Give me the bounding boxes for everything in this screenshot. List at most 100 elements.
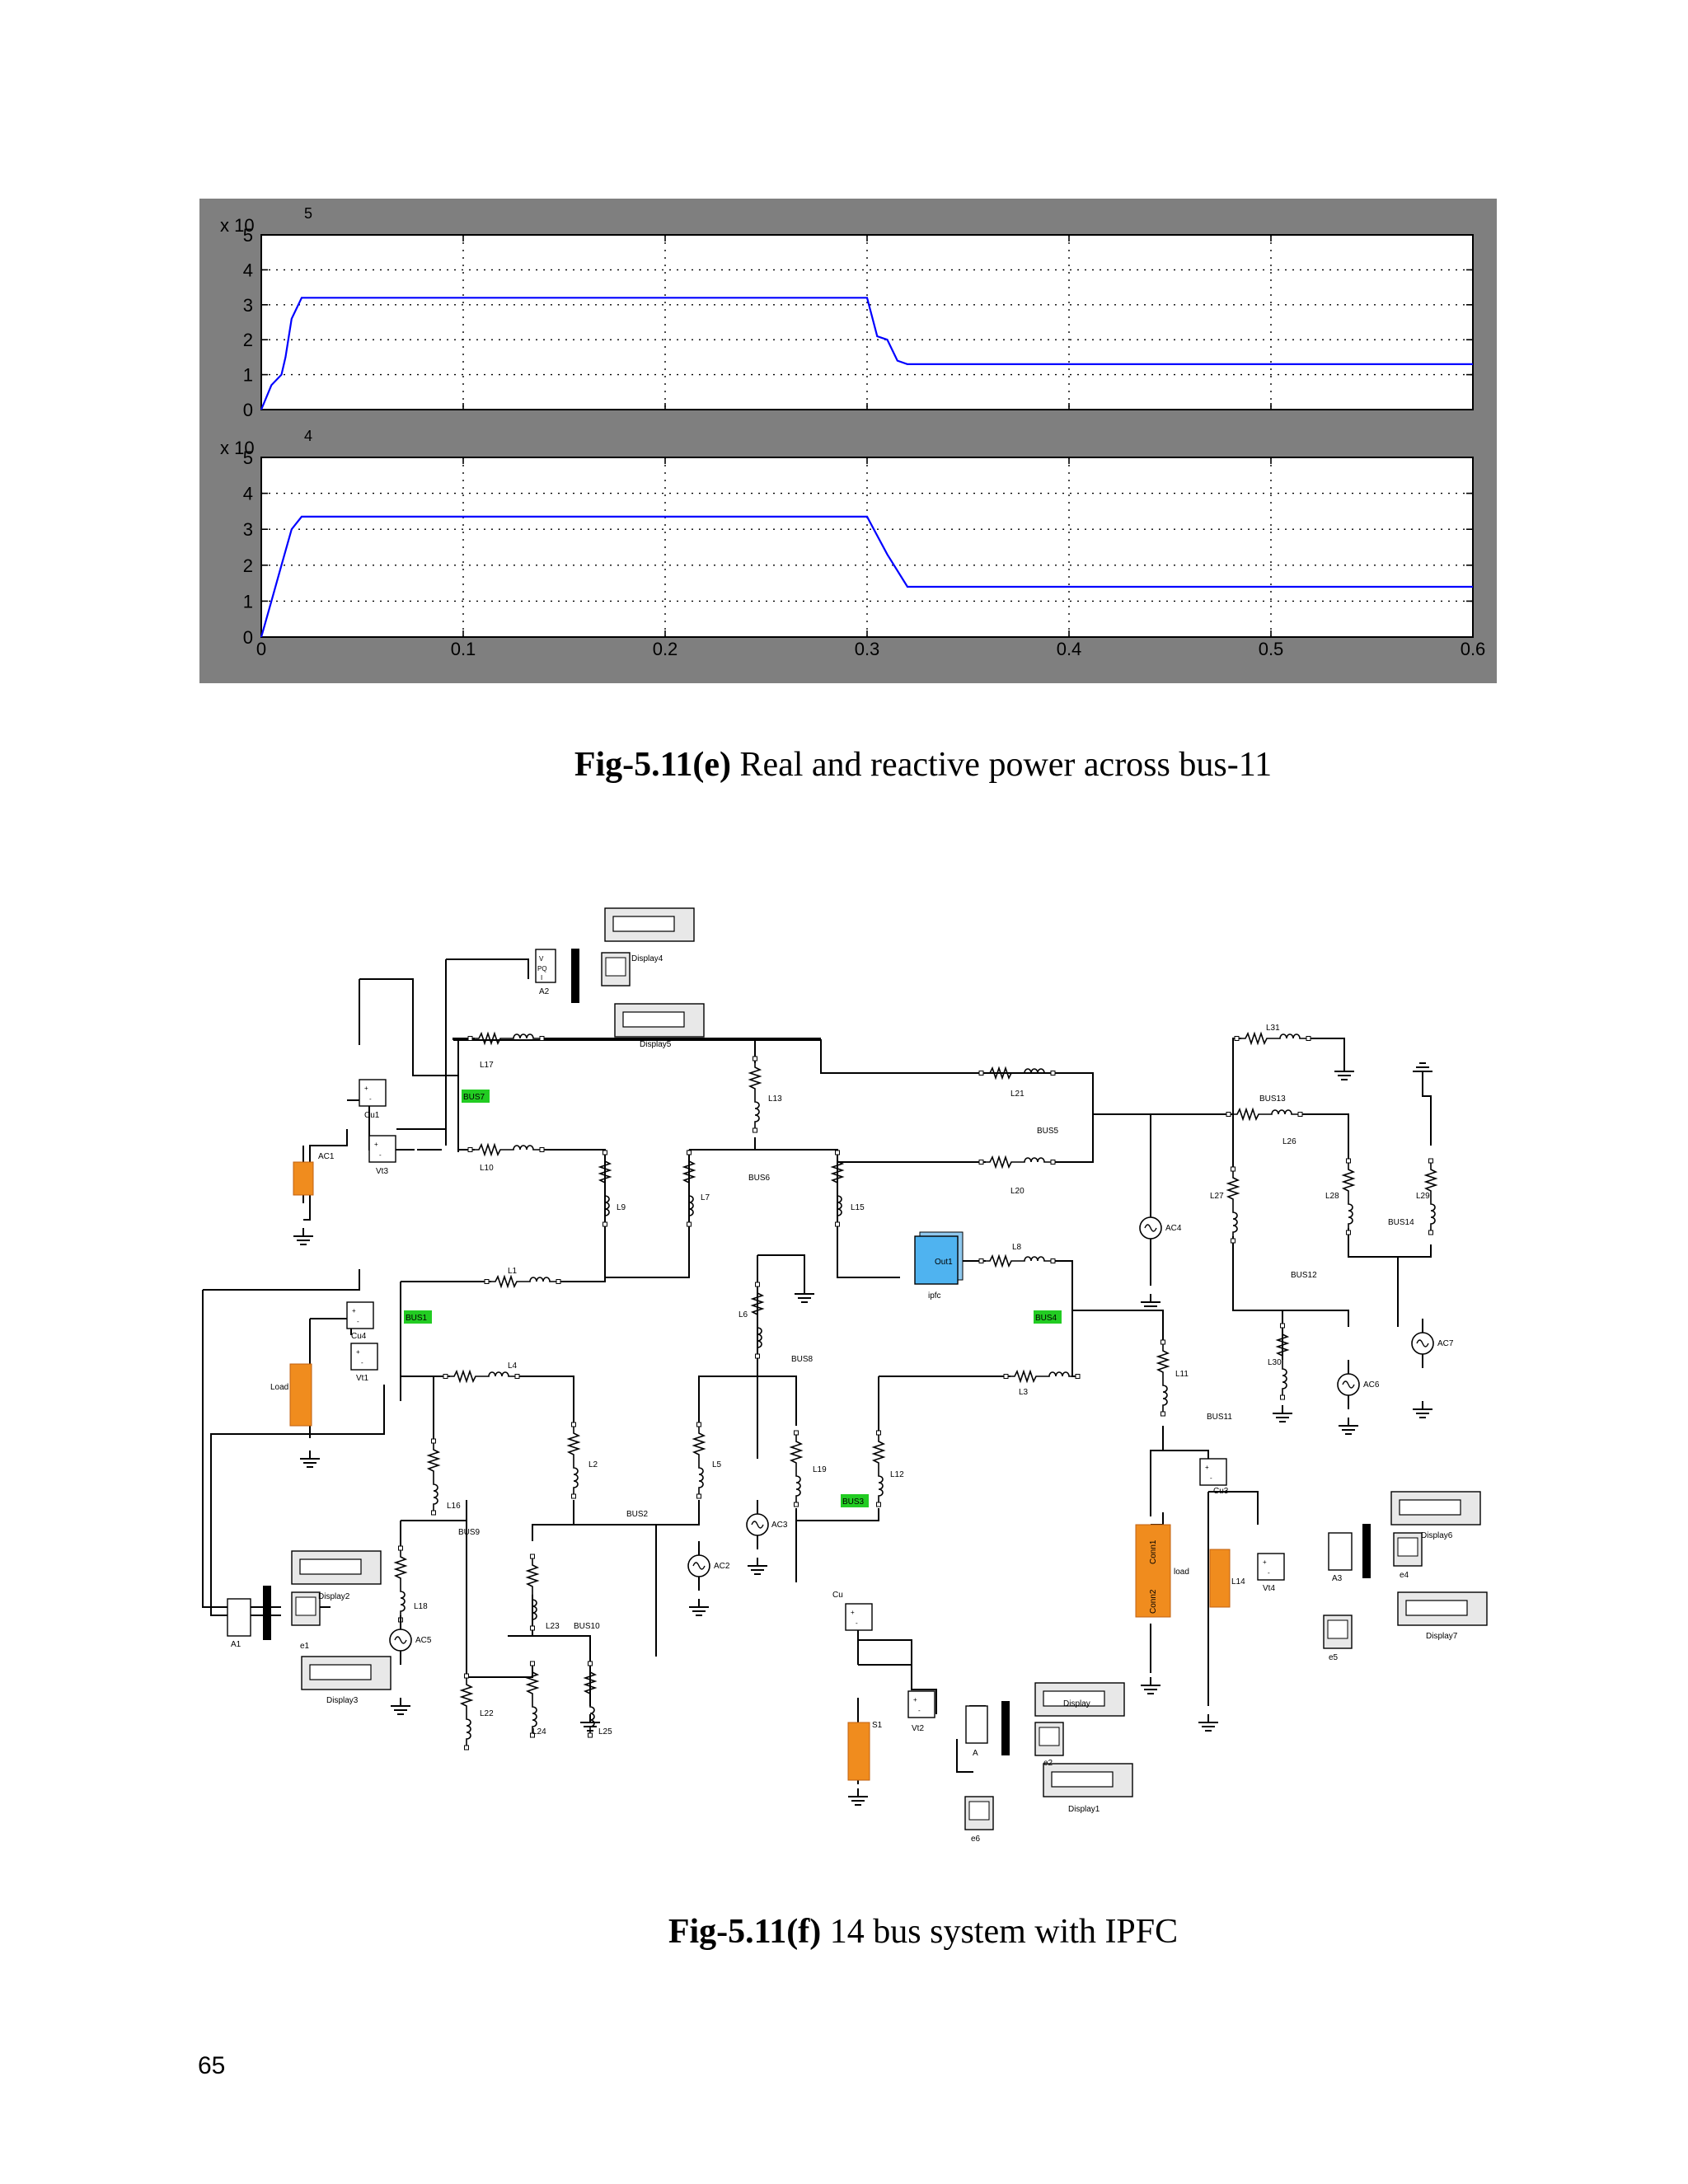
y-tick-label: 2 <box>243 330 253 350</box>
block-label: Display5 <box>640 1040 672 1049</box>
block-label: e1 <box>300 1642 310 1651</box>
line-label: L31 <box>1266 1024 1280 1033</box>
block-label: ipfc <box>928 1291 941 1301</box>
y-tick-label: 5 <box>243 448 253 468</box>
ac4-source <box>1139 1202 1162 1254</box>
ac-label: AC1 <box>318 1152 335 1161</box>
line-label: L20 <box>1010 1187 1025 1196</box>
ac5-source <box>389 1615 412 1666</box>
ac-label: AC4 <box>1165 1224 1182 1233</box>
x-tick-label: 0.5 <box>1259 639 1284 659</box>
bus11-label: BUS11 <box>1207 1413 1232 1422</box>
line-label: L23 <box>546 1622 560 1631</box>
x-tick-label: 0 <box>256 639 266 659</box>
block-label: Display4 <box>631 954 663 963</box>
bus8-label: BUS8 <box>791 1355 814 1364</box>
grounds <box>293 1062 1433 1806</box>
ac-sources <box>389 1202 1434 1666</box>
y-multiplier-exponent: 5 <box>304 205 312 222</box>
line-label: L27 <box>1210 1192 1224 1201</box>
figure-caption-e: Fig-5.11(e) Real and reactive power acro… <box>79 745 1688 785</box>
line-label: L11 <box>1175 1370 1189 1379</box>
line-label: L9 <box>617 1203 626 1212</box>
line-label: L26 <box>1282 1137 1296 1146</box>
ieee-14-bus-schematic: +- <box>202 907 1488 1844</box>
block-label: load <box>1174 1568 1189 1577</box>
block-label: A2 <box>539 987 550 996</box>
x-tick-label: 0.3 <box>855 639 880 659</box>
bus1-label: BUS1 <box>406 1314 428 1323</box>
bus4-label: BUS4 <box>1035 1314 1057 1323</box>
ac-label: AC5 <box>415 1636 432 1645</box>
block-label: Cu4 <box>351 1332 367 1341</box>
ac3-source <box>746 1499 769 1550</box>
block-label: Conn1 <box>1149 1540 1158 1564</box>
line-label: L12 <box>890 1470 904 1479</box>
bus5-label: BUS5 <box>1037 1127 1059 1136</box>
bus6-label: BUS6 <box>748 1174 771 1183</box>
line-label: L19 <box>813 1465 827 1474</box>
line-label: L17 <box>480 1061 494 1070</box>
block-label: Vt3 <box>376 1167 388 1176</box>
ac-label: AC6 <box>1363 1380 1380 1390</box>
y-multiplier-label: x 10 <box>220 438 255 458</box>
block-label: Cu3 <box>1213 1487 1229 1496</box>
block-label: Display2 <box>318 1592 350 1601</box>
y-tick-label: 1 <box>243 591 253 612</box>
bus14-label: BUS14 <box>1388 1218 1414 1227</box>
block-label: Cu <box>832 1591 843 1600</box>
series-line <box>260 297 1473 410</box>
line-label: L4 <box>508 1361 518 1371</box>
caption-text-f: 14 bus system with IPFC <box>821 1913 1179 1951</box>
ipfc-block[interactable] <box>914 1231 964 1285</box>
y-tick-label: 0 <box>243 400 253 420</box>
block-label: Display3 <box>326 1696 359 1705</box>
y-tick-label: 3 <box>243 519 253 540</box>
block-label: Display7 <box>1426 1632 1458 1641</box>
line-elements <box>396 1033 1436 1750</box>
ac2-source <box>687 1540 710 1591</box>
series-line <box>260 515 1473 638</box>
schematic-labels: BUS7 BUS1 BUS3 BUS4 BUS13 BUS5 BUS6 BUS8… <box>231 954 1458 1844</box>
block-label: e6 <box>971 1835 981 1844</box>
y-tick-label: 3 <box>243 295 253 316</box>
x-tick-label: 0.4 <box>1057 639 1082 659</box>
block-label: Display <box>1063 1699 1090 1708</box>
line-label: L21 <box>1010 1090 1025 1099</box>
line-label: L30 <box>1268 1358 1282 1367</box>
line-label: L25 <box>598 1727 612 1736</box>
caption-label-f: Fig-5.11(f) <box>668 1913 822 1951</box>
ac6-source <box>1337 1359 1360 1410</box>
y-tick-label: 5 <box>243 225 253 246</box>
bus7-label: BUS7 <box>463 1093 485 1102</box>
figure-caption-f: Fig-5.11(f) 14 bus system with IPFC <box>79 1912 1688 1952</box>
block-label: Vt2 <box>912 1724 924 1733</box>
port-label: I <box>541 974 542 982</box>
y-multiplier-label: x 10 <box>220 215 255 236</box>
y-tick-label: 1 <box>243 365 253 386</box>
display-boxes[interactable] <box>291 907 1488 1830</box>
line-label: L22 <box>480 1709 494 1718</box>
block-label: A1 <box>231 1640 241 1649</box>
x-tick-label: 0.6 <box>1461 639 1486 659</box>
line-label: L7 <box>701 1193 710 1202</box>
line-label: L2 <box>588 1460 598 1469</box>
orange-blocks <box>289 1161 1231 1781</box>
block-label: Display1 <box>1068 1805 1100 1814</box>
port-label: V <box>539 955 544 963</box>
plot-area <box>260 234 1474 410</box>
wires <box>202 958 1432 1784</box>
line-label: L14 <box>1231 1577 1245 1586</box>
bus2-label: BUS2 <box>626 1510 649 1519</box>
bus3-label: BUS3 <box>842 1497 865 1507</box>
line-label: L10 <box>480 1164 494 1173</box>
y-tick-label: 4 <box>243 484 253 504</box>
line-label: L1 <box>508 1267 518 1276</box>
line-label: L13 <box>768 1094 782 1104</box>
ac-label: AC7 <box>1437 1339 1454 1348</box>
measurement-blocks[interactable] <box>227 949 1371 1755</box>
